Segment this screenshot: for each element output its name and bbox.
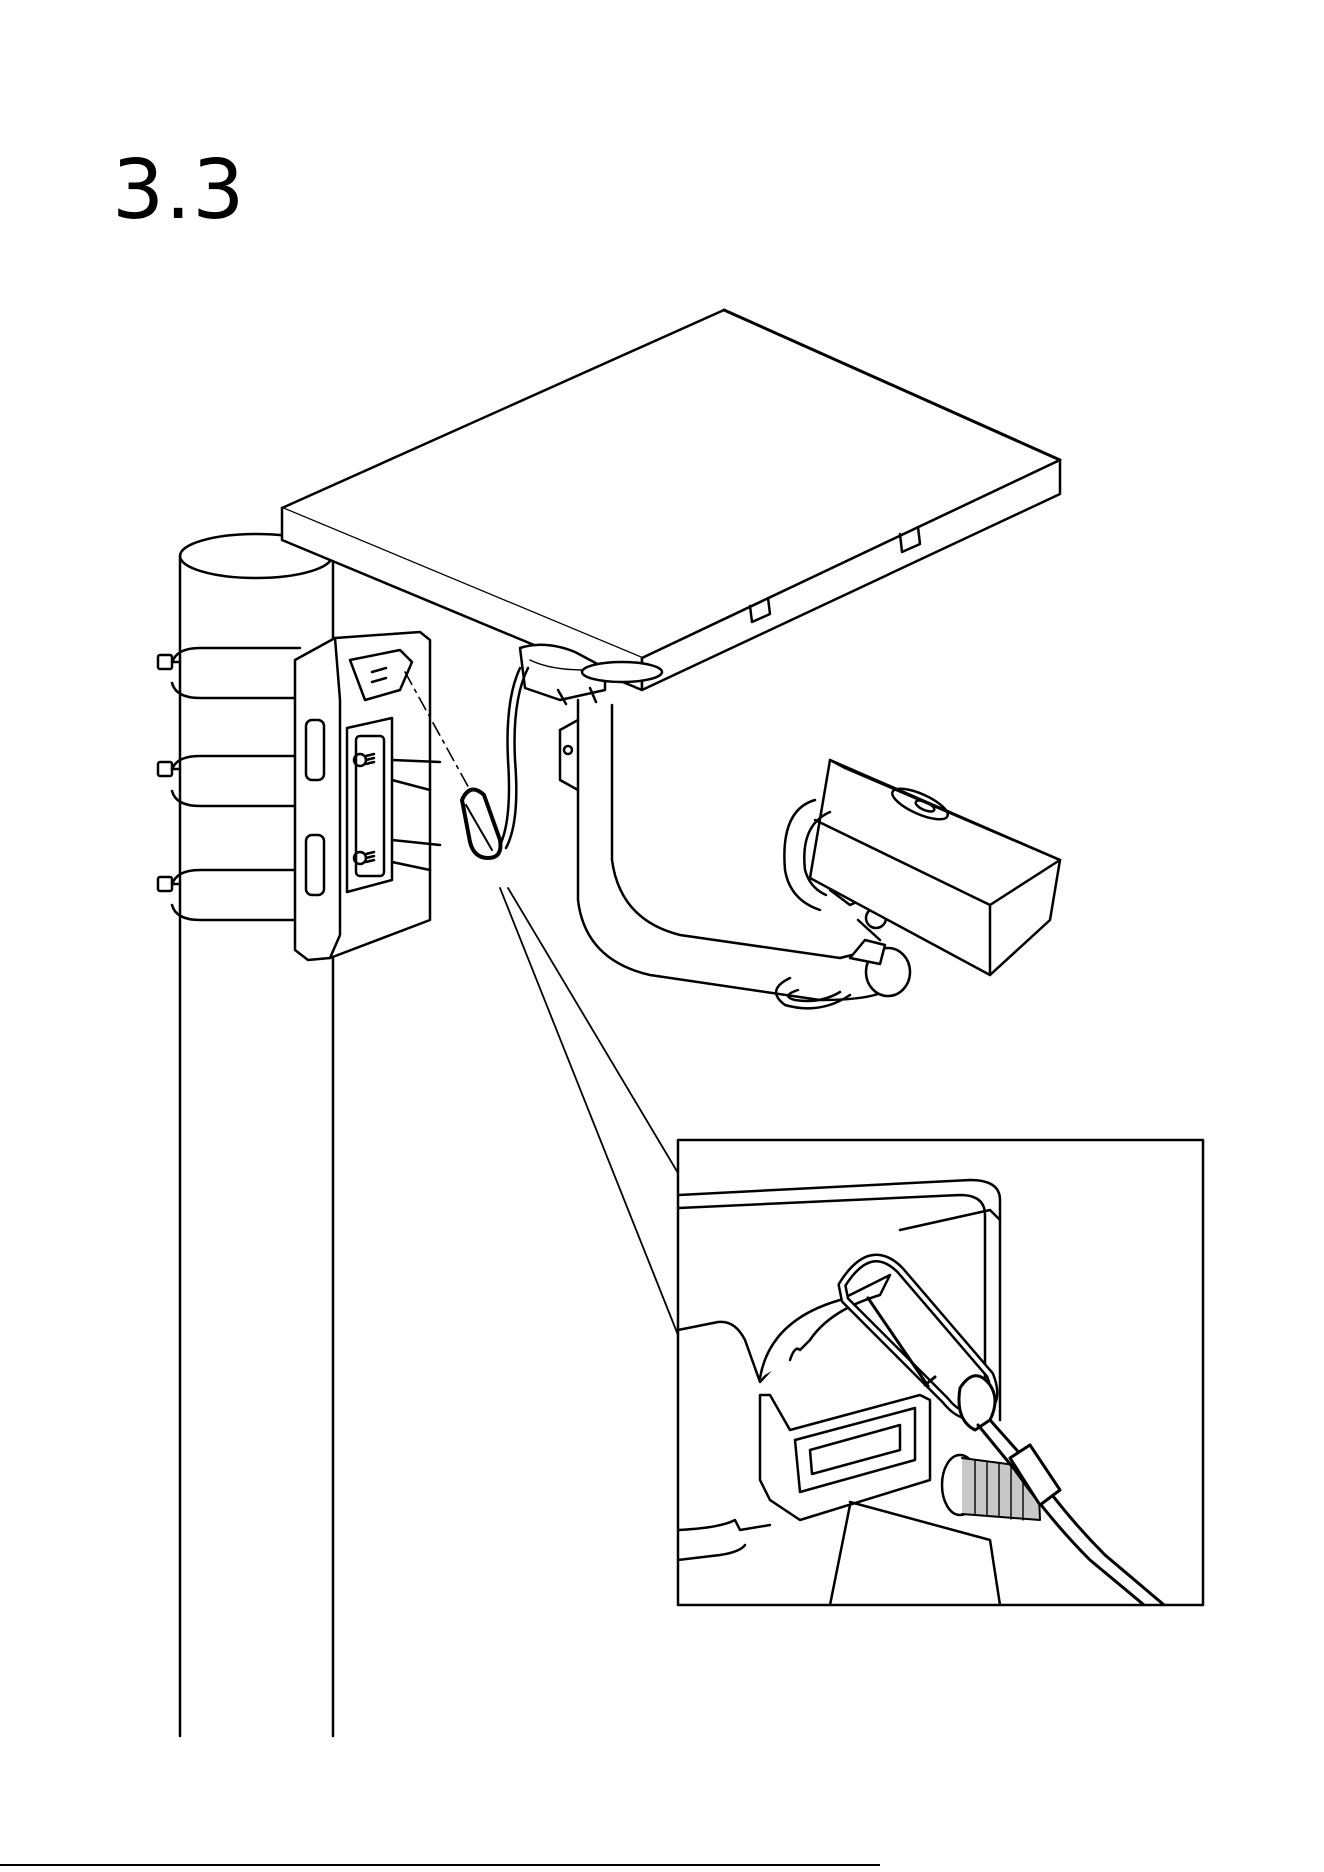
detail-view: [678, 1140, 1203, 1610]
footer-rule: [0, 1864, 880, 1866]
carabiner-icon: [462, 790, 501, 858]
wire-thimble-icon: [959, 1376, 995, 1430]
detail-callout-lines: [500, 888, 678, 1335]
mounting-bracket: [295, 632, 440, 960]
camera-housing-icon: [784, 760, 1060, 975]
